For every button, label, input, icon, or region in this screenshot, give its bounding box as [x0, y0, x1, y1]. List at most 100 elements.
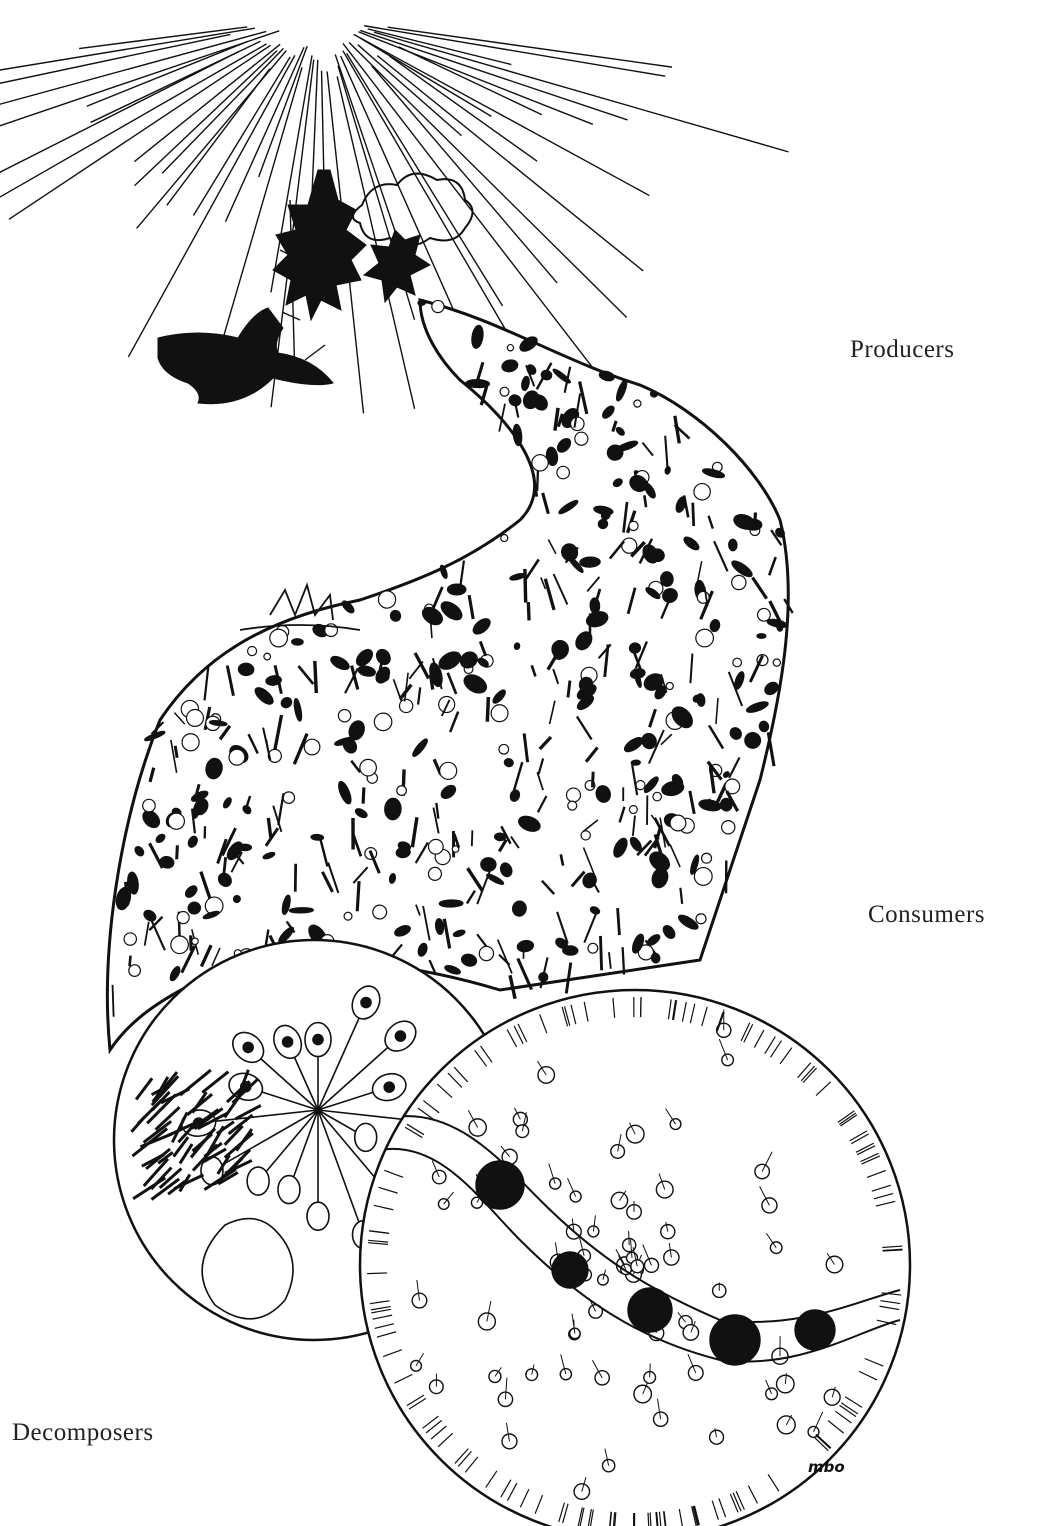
hatch-stroke [600, 936, 601, 970]
organism-cell [733, 658, 742, 667]
organism-cell [182, 734, 199, 751]
organism-cell [344, 912, 352, 920]
organism-cell [653, 792, 662, 801]
organism-cell [694, 868, 712, 886]
producers-label: Producers [850, 336, 954, 364]
organism-cell [532, 455, 548, 471]
organism-cell [171, 936, 189, 954]
organism-cell [501, 534, 508, 541]
organism-cell [283, 792, 295, 804]
sun-ray [358, 32, 592, 125]
hatch-stroke [618, 908, 620, 935]
organism-cell [264, 653, 271, 660]
organism-cell [696, 914, 706, 924]
organism-cell [270, 629, 288, 647]
organism-cell [666, 682, 673, 689]
vorticella-bell [247, 1167, 269, 1195]
organism-cell [557, 466, 570, 479]
bird-silhouette [158, 308, 333, 404]
organism-blob [665, 466, 671, 474]
organism-cell [571, 417, 585, 431]
organism-cell [773, 659, 780, 666]
vorticella-bell [278, 1176, 300, 1204]
organism-blob [448, 584, 466, 594]
organism-cell [479, 946, 493, 960]
organism-cell [129, 965, 141, 977]
organism-cell [491, 705, 508, 722]
organism-cell [124, 933, 136, 945]
organism-blob [514, 643, 520, 650]
sun-ray [193, 57, 290, 216]
organism-cell [499, 744, 509, 754]
organism-cell [500, 387, 509, 396]
cell-nucleus [243, 1042, 253, 1052]
producers-artwork [158, 170, 473, 404]
organism-cell [629, 806, 637, 814]
organism-blob [563, 946, 578, 955]
organism-cell [187, 710, 204, 727]
hatch-stroke [363, 787, 364, 803]
sun-ray [9, 45, 271, 219]
organism-cell [338, 710, 350, 722]
tree-silhouette [273, 170, 366, 320]
organism-cell [399, 699, 412, 712]
sun-ray [135, 51, 277, 186]
organism-cell [248, 647, 257, 656]
hatch-stroke [487, 697, 488, 722]
hatch-stroke [315, 661, 316, 693]
organism-cell [588, 943, 598, 953]
cell-nucleus [283, 1037, 293, 1047]
artist-signature: mbo [808, 1458, 845, 1476]
sun-ray [0, 44, 267, 273]
dark-nucleus [628, 1288, 672, 1332]
spore-cell [777, 1416, 795, 1434]
hatch-stroke [126, 882, 128, 905]
sun-ray [162, 48, 283, 173]
spore-filament [629, 1231, 630, 1245]
organism-blob [439, 900, 462, 907]
hatch-stroke [525, 569, 526, 603]
organism-cell [758, 608, 771, 621]
organism-cell [507, 345, 513, 351]
spore-cell [438, 1199, 449, 1210]
hatch-stroke [357, 881, 359, 911]
dark-nucleus [476, 1161, 524, 1209]
organism-cell [629, 521, 638, 530]
cell-nucleus [395, 1031, 405, 1041]
organism-blob [292, 639, 303, 645]
organism-cell [694, 484, 710, 500]
sun-rays [0, 26, 788, 414]
organism-blob [660, 572, 673, 587]
organism-cell [732, 575, 746, 589]
organism-cell [696, 629, 714, 647]
dark-nucleus [552, 1252, 588, 1288]
organism-cell [428, 839, 443, 854]
organism-cell [177, 912, 189, 924]
hatch-stroke [528, 602, 529, 620]
sun-ray [360, 30, 627, 120]
organism-cell [722, 821, 735, 834]
organism-blob [238, 663, 254, 676]
organism-cell [192, 938, 198, 944]
organism-cell [378, 591, 395, 608]
hatch-stroke [568, 681, 570, 698]
dark-nucleus [710, 1315, 760, 1365]
sun-ray [79, 27, 247, 49]
organism-blob [238, 844, 251, 850]
organism-blob [580, 557, 600, 567]
sun-ray [364, 26, 665, 76]
organism-cell [581, 831, 590, 840]
organism-blob [757, 634, 766, 638]
sun-ray [390, 56, 537, 161]
organism-cell [374, 713, 391, 730]
organism-blob [384, 798, 401, 820]
organism-cell [702, 853, 712, 863]
organism-blob [481, 858, 496, 871]
decomposers-artwork [114, 940, 910, 1526]
organism-cell [440, 762, 457, 779]
hatch-stroke [693, 503, 694, 526]
organism-blob [311, 834, 324, 840]
hatch-stroke [593, 772, 594, 788]
hatch-stroke [113, 985, 114, 1017]
